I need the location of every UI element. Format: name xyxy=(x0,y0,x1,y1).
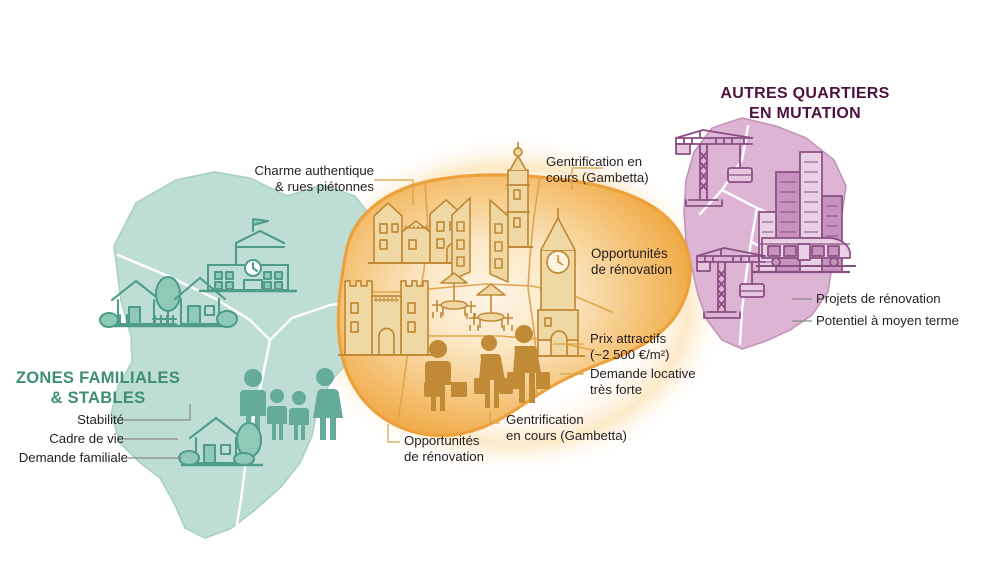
callout-prix-line2: (~2 500 €/m²) xyxy=(590,347,670,363)
callout-prix-attractifs: Prix attractifs (~2 500 €/m²) xyxy=(590,331,670,363)
callout-gentrification-top-line1: Gentrification en xyxy=(546,154,643,169)
callout-prix-line1: Prix attractifs xyxy=(590,331,667,346)
leader-lines xyxy=(124,298,812,459)
green-zone-title-line2: & STABLES xyxy=(50,389,146,408)
bullet-projets-de-renovation: Projets de rénovation xyxy=(816,291,941,306)
castle-icon xyxy=(338,280,436,356)
callout-opportunites-bottom-line1: Opportunités xyxy=(404,433,480,448)
purple-zone-title-line2: EN MUTATION xyxy=(748,104,862,122)
crane-icon xyxy=(675,129,753,207)
tram-icon xyxy=(756,237,856,267)
cafe-terrace-icon xyxy=(432,197,513,331)
bullet-cadre-de-vie: Cadre de vie xyxy=(49,431,124,446)
callout-gentrification-top-line2: cours (Gambetta) xyxy=(546,170,649,186)
bullet-potentiel-moyen-terme: Potentiel à moyen terme xyxy=(816,313,959,328)
inzone-opportunites-renovation: Opportunités de rénovation xyxy=(591,246,672,279)
bullet-stabilite: Stabilité xyxy=(77,412,124,427)
callout-demande-line1: Demande locative xyxy=(590,366,696,381)
leader-lines-orange xyxy=(374,167,603,443)
school-icon xyxy=(198,217,298,293)
bullet-demande-familiale: Demande familiale xyxy=(18,450,128,465)
callout-opportunites-bottom-line2: de rénovation xyxy=(404,449,484,465)
family-icon xyxy=(240,368,343,440)
callout-charme-line1: Charme authentique xyxy=(254,163,375,178)
pedestrians-icon xyxy=(424,325,550,411)
inzone-opportunites-line1: Opportunités xyxy=(591,246,668,261)
purple-zone-title-line1: AUTRES QUARTIERS xyxy=(720,85,890,102)
callout-gentrification-top: Gentrification en cours (Gambetta) xyxy=(546,154,649,186)
crane-small-icon xyxy=(696,247,766,319)
callout-gentrification-bottom-line2: en cours (Gambetta) xyxy=(506,428,627,444)
green-zone-title-line1: ZONES FAMILIALES xyxy=(15,369,181,387)
green-zone-shape xyxy=(110,171,389,539)
callout-opportunites-bottom: Opportunités de rénovation xyxy=(404,433,484,465)
clock-tower-icon xyxy=(533,208,585,357)
green-zone-title: ZONES FAMILIALES & STABLES xyxy=(8,368,188,408)
callout-demande-line2: très forte xyxy=(590,382,643,398)
callout-charme-authentique: Charme authentique & rues piétonnes xyxy=(204,163,375,195)
callout-gentrification-bottom: Gentrification en cours (Gambetta) xyxy=(506,412,627,444)
callout-charme-line2: & rues piétonnes xyxy=(275,179,374,195)
callout-demande-locative: Demande locative très forte xyxy=(590,366,696,398)
purple-zone-title: AUTRES QUARTIERS EN MUTATION xyxy=(705,84,905,123)
inzone-opportunites-line2: de rénovation xyxy=(591,262,673,278)
zone-zones-familiales[interactable] xyxy=(110,171,389,539)
callout-gentrification-bottom-line1: Gentrification xyxy=(506,412,584,427)
small-house-icon xyxy=(177,416,264,467)
